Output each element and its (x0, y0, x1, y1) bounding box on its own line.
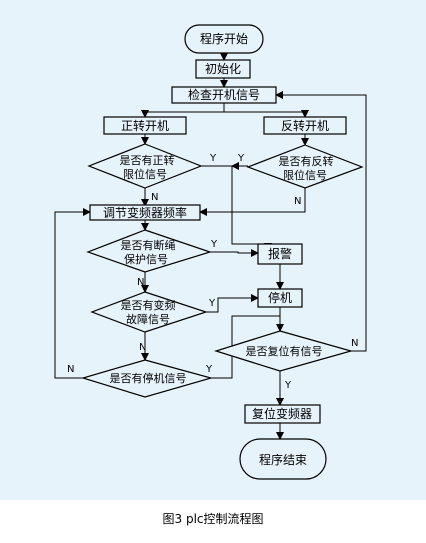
node-break-line2: 保护信号 (124, 252, 168, 266)
node-check-label: 检查开机信号 (188, 87, 260, 102)
node-break: 是否有断绳 保护信号 (86, 229, 212, 273)
node-fwd: 正转开机 (103, 116, 187, 135)
node-fwd-limit: 是否有正转 限位信号 (87, 143, 203, 189)
node-alarm: 报警 (257, 243, 303, 265)
figure-caption: 图3 plc控制流程图 (162, 512, 264, 526)
node-init-label: 初始化 (205, 62, 241, 76)
edge-revlimit-no (199, 188, 306, 216)
label-reset-no: N (351, 338, 358, 349)
node-rev: 反转开机 (263, 116, 347, 135)
label-stopsig-yes: Y (205, 364, 213, 375)
node-reset-label: 是否复位有信号 (246, 344, 323, 358)
node-break-line1: 是否有断绳 (121, 238, 176, 252)
node-alarm-label: 报警 (268, 246, 292, 261)
edge-check-fwd (141, 103, 225, 118)
label-reset-yes: Y (284, 380, 292, 391)
node-rev-limit-line1: 是否有反转 (279, 154, 334, 168)
label-stopsig-no: N (67, 364, 74, 375)
node-fwd-limit-line1: 是否有正转 (120, 153, 175, 167)
node-adjust-label: 调节变频器频率 (103, 205, 187, 220)
label-fault-yes: Y (208, 298, 216, 309)
node-fault-line2: 故障信号 (126, 312, 170, 326)
edge-fault-yes (206, 294, 259, 313)
node-rev-label: 反转开机 (281, 118, 329, 133)
node-start: 程序开始 (184, 24, 264, 54)
node-fault: 是否有变频 故障信号 (90, 291, 208, 333)
node-rev-limit-line2: 限位信号 (283, 168, 327, 182)
node-end-label: 程序结束 (259, 452, 307, 467)
edge-labels: Y Y N N Y N Y N Y N N Y (67, 153, 358, 391)
edge-break-yes (210, 249, 259, 257)
label-fault-no: N (139, 342, 146, 353)
edge-check-rev (224, 110, 309, 118)
node-fault-line1: 是否有变频 (121, 298, 176, 312)
label-fwdlimit-yes: Y (209, 153, 217, 164)
connectors (54, 53, 367, 440)
label-break-no: N (137, 277, 144, 288)
edge-stopsig-no (54, 208, 91, 379)
label-revlimit-yes: Y (237, 153, 245, 164)
node-check: 检查开机信号 (171, 86, 277, 104)
node-stopsig-label: 是否有停机信号 (110, 371, 187, 385)
node-start-label: 程序开始 (200, 31, 248, 46)
node-end: 程序结束 (239, 438, 327, 480)
node-stop-label: 停机 (268, 290, 292, 305)
node-rev-limit: 是否有反转 限位信号 (246, 144, 364, 189)
label-break-yes: Y (210, 239, 218, 250)
node-stop: 停机 (257, 288, 303, 308)
node-fwd-limit-line2: 限位信号 (123, 167, 167, 181)
label-fwdlimit-no: N (151, 192, 158, 203)
flowchart: Y Y N N Y N Y N Y N N Y 程序开始 初始化 检查开机信号 … (0, 0, 426, 500)
flowchart-svg: Y Y N N Y N Y N Y N N Y 程序开始 初始化 检查开机信号 … (54, 24, 367, 480)
node-fwd-label: 正转开机 (121, 118, 169, 133)
node-resetvfd: 复位变频器 (244, 404, 321, 424)
edge-reset-no (275, 91, 367, 352)
node-stopsig: 是否有停机信号 (80, 359, 214, 398)
edge-fwdlimit-yes (201, 165, 272, 251)
node-reset: 是否复位有信号 (213, 330, 354, 372)
label-revlimit-no: N (294, 196, 301, 207)
node-adjust: 调节变频器频率 (89, 204, 201, 221)
node-init: 初始化 (195, 59, 251, 79)
node-resetvfd-label: 复位变频器 (252, 406, 312, 421)
